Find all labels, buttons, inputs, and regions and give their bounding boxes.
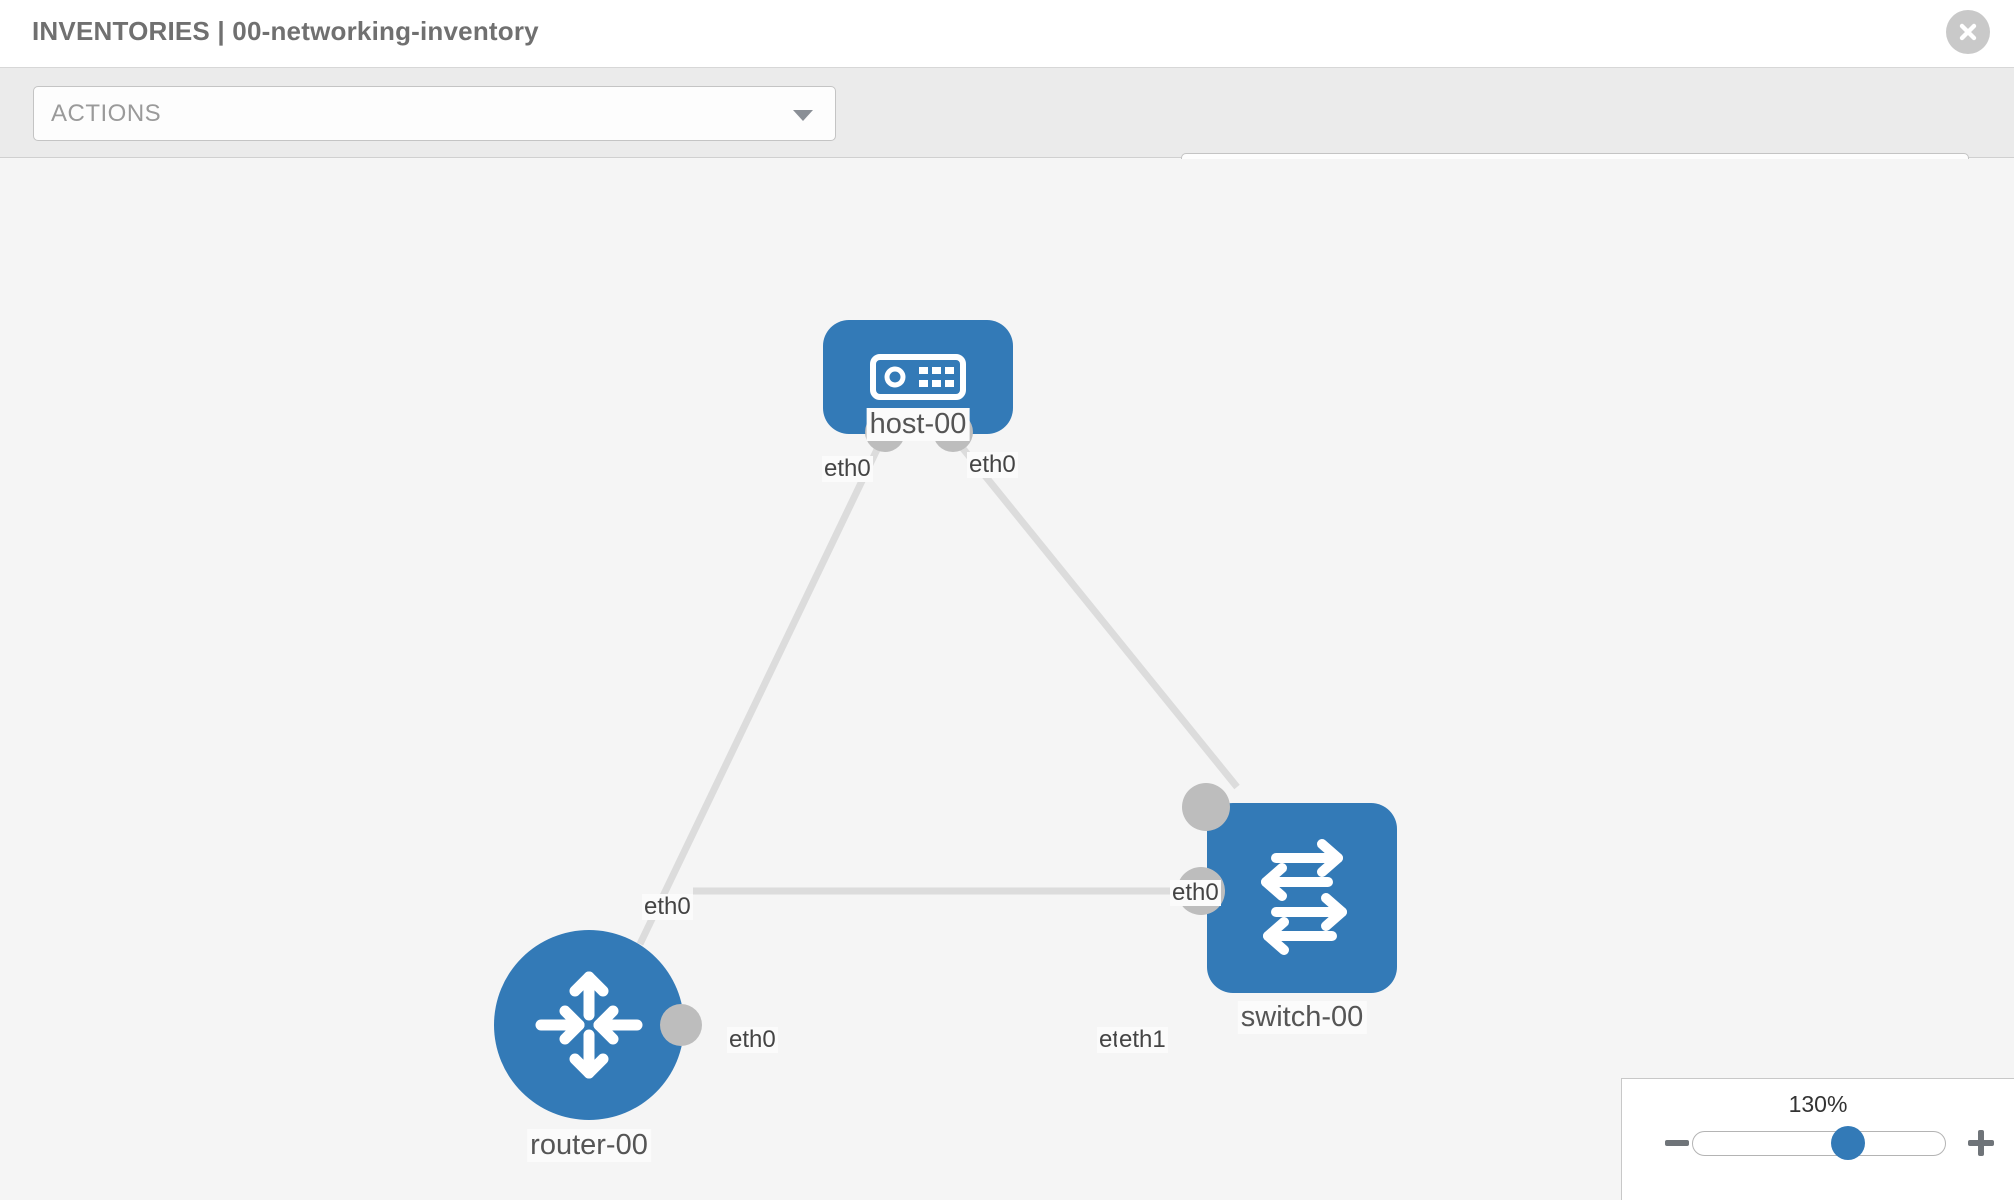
node-label-host-00: host-00 xyxy=(866,408,970,441)
page-title: INVENTORIES | 00-networking-inventory xyxy=(32,16,539,46)
port-label-switch-up: eth0 xyxy=(1170,879,1221,907)
node-label-router-00: router-00 xyxy=(527,1129,651,1162)
topology-node-host-00[interactable]: host-00 xyxy=(823,320,1013,452)
zoom-slider-thumb[interactable] xyxy=(1831,1126,1865,1160)
actions-dropdown-label: ACTIONS xyxy=(51,100,162,127)
port-label-host-left: eth0 xyxy=(822,455,873,483)
topology-canvas[interactable]: host-00 eth0 eth0 xyxy=(0,159,2014,1200)
switch-node-shape xyxy=(1207,803,1397,993)
topology-node-switch-00[interactable]: switch-00 xyxy=(1177,783,1397,1034)
port-nub[interactable] xyxy=(660,1004,702,1046)
topology-edges xyxy=(636,432,1240,946)
minus-icon xyxy=(1665,1140,1689,1146)
zoom-out-button[interactable] xyxy=(1660,1126,1694,1160)
port-label-router-up: eth0 xyxy=(642,893,693,921)
chevron-down-icon xyxy=(793,110,813,121)
zoom-level-value: 130% xyxy=(1788,1091,1848,1117)
zoom-control-panel: 130% xyxy=(1621,1078,2014,1200)
zoom-in-button[interactable] xyxy=(1964,1126,1998,1160)
toolbar: ACTIONS SEARCH xyxy=(0,68,2014,208)
port-label-host-right: eth0 xyxy=(967,451,1018,479)
page-header: INVENTORIES | 00-networking-inventory xyxy=(0,0,2014,68)
port-label-router-right: eth0 xyxy=(727,1026,778,1054)
switch-arrows-icon xyxy=(1261,839,1347,955)
zoom-slider[interactable] xyxy=(1692,1126,1946,1160)
router-arrows-icon xyxy=(535,971,643,1079)
node-label-switch-00: switch-00 xyxy=(1237,1001,1367,1034)
port-nub[interactable] xyxy=(1182,783,1230,831)
plus-icon xyxy=(1968,1130,1994,1156)
actions-dropdown[interactable]: ACTIONS xyxy=(33,86,836,141)
server-appliance-icon xyxy=(870,354,966,400)
topology-node-router-00[interactable]: router-00 xyxy=(494,930,702,1162)
close-icon[interactable] xyxy=(1946,10,1990,54)
router-node-shape xyxy=(494,930,684,1120)
port-label-switch-left: eth1 xyxy=(1117,1026,1168,1054)
